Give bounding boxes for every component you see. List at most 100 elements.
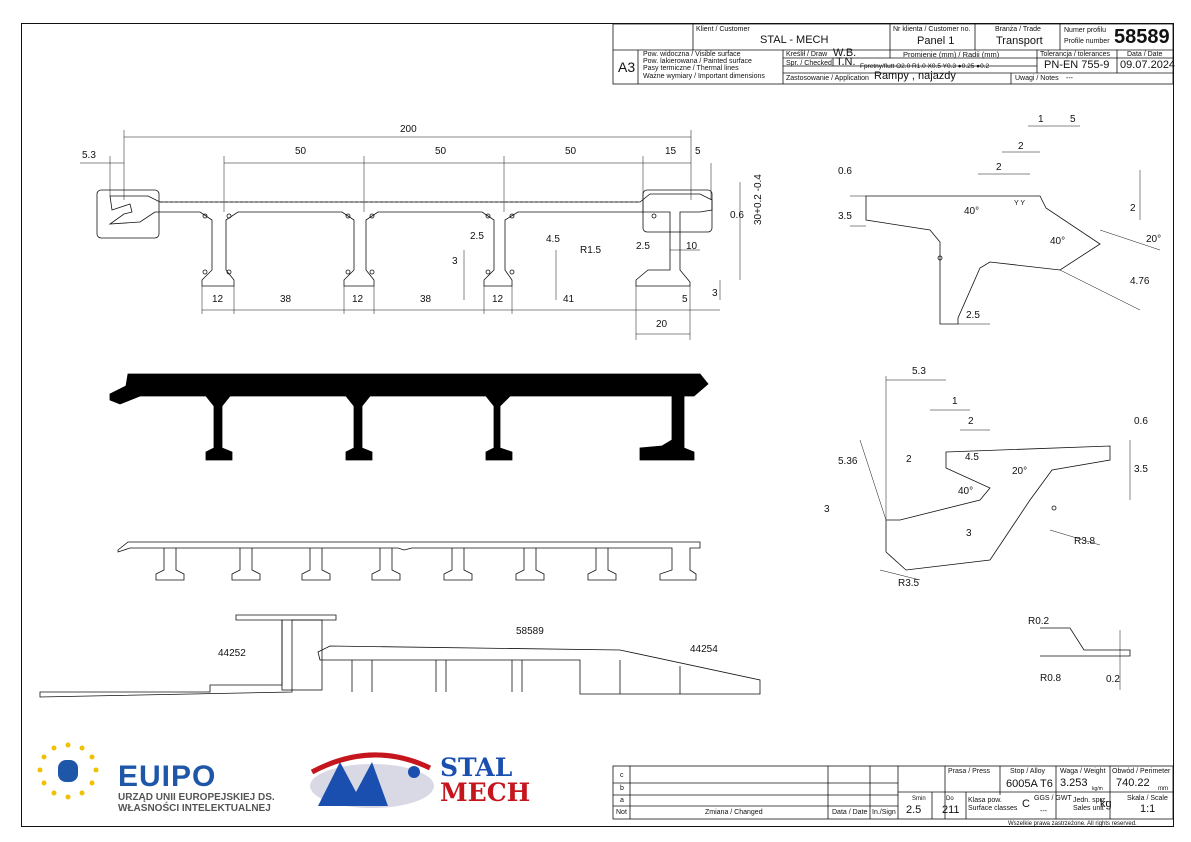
rev-sign-label: In./Sign xyxy=(872,809,896,816)
drawn: W.B. xyxy=(833,47,857,59)
dim-5-3: 5.3 xyxy=(82,150,96,161)
d1-dim-2-5: 2.5 xyxy=(966,310,980,321)
main-profile-section xyxy=(96,189,713,287)
notes-label: Uwagi / Notes xyxy=(1015,75,1059,82)
d1-dim-40: 40° xyxy=(964,206,980,217)
checked: T.N. xyxy=(836,56,856,68)
d1-dim-3-5: 3.5 xyxy=(838,211,852,222)
ggs-label: GGS / GWT xyxy=(1034,795,1072,802)
d3-r0-2: R0.2 xyxy=(1028,616,1050,627)
notes: --- xyxy=(1066,75,1073,82)
weight-unit: kg/m xyxy=(1092,786,1103,792)
s-min-label: Smin xyxy=(912,796,926,802)
legend-1: Pow. widoczna / Visible surface xyxy=(643,51,741,58)
d-value: 211 xyxy=(942,804,960,816)
perimeter-label: Obwód / Perimeter xyxy=(1112,768,1171,775)
checked-label: Spr. / Checked xyxy=(786,60,832,67)
d-label: Do xyxy=(946,796,954,802)
rev-row-c: c xyxy=(620,772,624,779)
d1-dim-y: Y Y xyxy=(1014,200,1026,207)
euipo-sub-2: WŁASNOŚCI INTELEKTUALNEJ xyxy=(118,803,271,814)
profile-no-label-pl: Numer profilu xyxy=(1064,27,1107,34)
unit-label: Jedn. sprz. Sales unit xyxy=(1073,797,1108,812)
date-label: Data / Date xyxy=(1127,51,1163,58)
d1-dim-20: 20° xyxy=(1146,234,1162,245)
d2-dim-5-36: 5.36 xyxy=(838,456,858,467)
dim-10: 10 xyxy=(686,241,698,252)
dim-12-b: 12 xyxy=(352,294,364,305)
d1-dim-4-76: 4.76 xyxy=(1130,276,1150,287)
dim-15: 15 xyxy=(665,146,677,157)
d3-r0-8: R0.8 xyxy=(1040,673,1062,684)
dim-4-5: 4.5 xyxy=(546,234,560,245)
dim-50-a: 50 xyxy=(295,146,307,157)
tolerance-label: Tolerancja / tolerances xyxy=(1040,51,1111,58)
trade: Transport xyxy=(996,35,1043,47)
dim-r1-5: R1.5 xyxy=(580,245,602,256)
legend-4: Ważne wymiary / Important dimensions xyxy=(643,73,765,80)
perimeter-unit: mm xyxy=(1158,786,1168,792)
stal-mech-mark xyxy=(310,752,434,808)
rev-changed-label: Zmiana / Changed xyxy=(705,809,763,816)
customer-no-label: Nr klienta / Customer no. xyxy=(893,26,971,33)
dim-38-b: 38 xyxy=(420,294,432,305)
revision-block-frame xyxy=(612,765,1174,820)
d2-dim-0-6: 0.6 xyxy=(1134,416,1148,427)
dim-200: 200 xyxy=(400,124,417,135)
d2-dim-4-5: 4.5 xyxy=(965,452,979,463)
application: Rampy , najazdy xyxy=(874,70,956,82)
dim-2-5-a: 2.5 xyxy=(470,231,484,242)
d1-dim-2-a: 2 xyxy=(1018,141,1024,152)
assembly-view xyxy=(39,614,761,698)
dim-12-a: 12 xyxy=(212,294,224,305)
dim-2-5-b: 2.5 xyxy=(636,241,650,252)
rev-date-label: Data / Date xyxy=(832,809,868,816)
rev-not-label: Not xyxy=(616,809,627,816)
detail-1 xyxy=(850,125,1161,325)
d2-dim-3-a: 3 xyxy=(824,504,830,515)
drawn-label: Kreślił / Draw xyxy=(786,51,828,58)
trade-label: Branża / Trade xyxy=(995,26,1041,33)
rights-notice: Wszelkie prawa zastrzeżone. All rights r… xyxy=(1008,821,1137,827)
unit: kg xyxy=(1100,798,1112,810)
dim-41: 41 xyxy=(563,294,575,305)
d1-dim-40-b: 40° xyxy=(1050,236,1066,247)
d1-dim-1: 1 xyxy=(1038,114,1044,125)
d2-dim-2-a: 2 xyxy=(968,416,974,427)
dim-12-c: 12 xyxy=(492,294,504,305)
dim-30: 30+0.2 -0.4 xyxy=(753,174,764,225)
dim-20: 20 xyxy=(656,319,668,330)
surface-label: Klasa pow. Surface classes xyxy=(968,797,1018,812)
press-label: Prasa / Press xyxy=(948,768,991,775)
d2-dim-5-3: 5.3 xyxy=(912,366,926,377)
detail-3 xyxy=(1040,627,1131,690)
radii-label: Promienie (mm) / Radii (mm) xyxy=(903,50,1000,59)
assembly-44252: 44252 xyxy=(218,648,246,659)
euipo-emblem xyxy=(37,742,99,800)
d3-0-2: 0.2 xyxy=(1106,674,1120,685)
customer-no: Panel 1 xyxy=(917,35,955,47)
d2-dim-40: 40° xyxy=(958,486,974,497)
stal-logo: STAL xyxy=(440,753,513,782)
mech-logo: MECH xyxy=(440,778,531,807)
euipo-logo: EUIPO xyxy=(118,760,217,793)
assembly-44254: 44254 xyxy=(690,644,718,655)
assembly-58589: 58589 xyxy=(516,626,544,637)
dim-5-b: 5 xyxy=(682,294,688,305)
rev-row-b: b xyxy=(620,785,624,792)
legend-3: Pasy termiczne / Thermal lines xyxy=(643,65,739,72)
dim-3-b: 3 xyxy=(712,288,718,299)
dim-38-a: 38 xyxy=(280,294,292,305)
d2-dim-3-b: 3 xyxy=(966,528,972,539)
solid-profile xyxy=(109,373,709,461)
alloy-label: Stop / Alloy xyxy=(1010,768,1046,775)
d1-dim-5: 5 xyxy=(1070,114,1076,125)
alloy: 6005A T6 xyxy=(1006,778,1053,790)
radii-row: Fpretny/flutt O2.0 R1.0 X0.5 Y0.3 ●0.25 … xyxy=(860,63,990,70)
d2-dim-20: 20° xyxy=(1012,466,1028,477)
d1-dim-0-6: 0.6 xyxy=(838,166,852,177)
customer-label: Klient / Customer xyxy=(696,26,750,33)
customer: STAL - MECH xyxy=(760,34,829,46)
application-label: Zastosowanie / Application xyxy=(786,75,869,82)
